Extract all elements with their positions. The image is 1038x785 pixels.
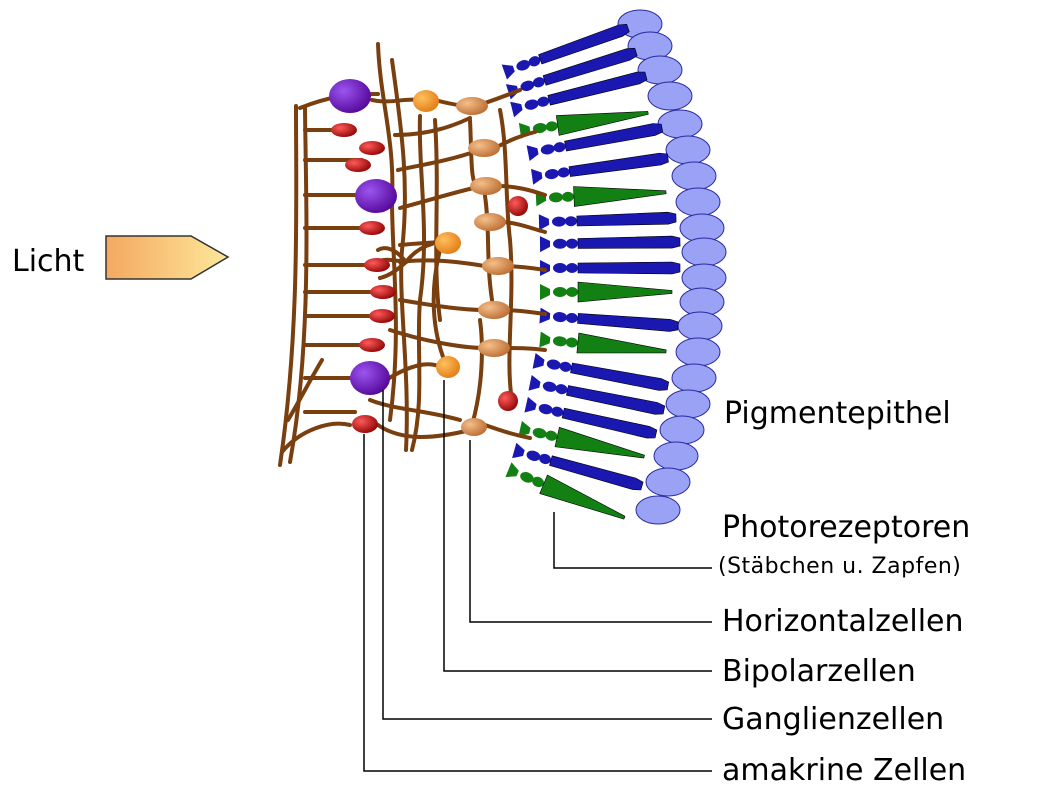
label-bipolar-cells: Bipolarzellen (722, 654, 916, 689)
pigment-epithelium-cell (676, 338, 720, 366)
rod-photoreceptor (539, 212, 676, 230)
ganglion-cell (350, 361, 390, 395)
amacrine-cell (359, 338, 385, 352)
pigment-epithelium-cell (676, 188, 720, 216)
pigment-epithelium-cell (666, 390, 710, 418)
horizontal-cell (435, 232, 461, 254)
bipolar-cell (482, 257, 514, 275)
cone-photoreceptor (539, 332, 666, 354)
label-pigment-epithelium: Pigmentepithel (724, 396, 951, 431)
bipolar-cell (478, 301, 510, 319)
label-horizontal-cells: Horizontalzellen (722, 604, 964, 639)
bipolar-cell (468, 139, 500, 157)
horizontal-cell (413, 90, 439, 112)
cone-photoreceptor (540, 282, 672, 302)
ganglion-cell (355, 179, 397, 213)
pigment-epithelium-cell (682, 238, 726, 266)
cone-photoreceptor (536, 187, 667, 207)
labels: Pigmentepithel Photorezeptoren (Stäbchen… (718, 396, 970, 785)
amacrine-cell (345, 158, 371, 172)
light-arrow (106, 236, 228, 279)
pigment-epithelium-cell (660, 416, 704, 444)
label-photoreceptors-sub: (Stäbchen u. Zapfen) (718, 554, 961, 579)
pigment-epithelium-cell (678, 312, 722, 340)
light-indicator: Licht (12, 236, 228, 279)
rod-photoreceptor (540, 236, 680, 252)
bipolar-cell (474, 213, 506, 231)
pigment-epithelium-cell (648, 82, 692, 110)
bipolar-cell (478, 339, 510, 357)
rod-photoreceptor (510, 72, 647, 117)
amacrine-cell (508, 196, 528, 216)
label-ganglion-cells: Ganglienzellen (722, 702, 944, 737)
amacrine-cell (352, 415, 378, 433)
amacrine-cell (364, 258, 390, 272)
rod-photoreceptor (540, 260, 680, 276)
label-photoreceptors: Photorezeptoren (722, 510, 970, 545)
pigment-epithelium-cell (658, 110, 702, 138)
pigment-epithelium-cell (672, 364, 716, 392)
pigment-epithelium-cell (654, 442, 698, 470)
label-amacrine-cells: amakrine Zellen (722, 753, 966, 785)
bipolar-cell (456, 97, 488, 115)
bipolar-cell (461, 418, 487, 436)
horizontal-cell (436, 356, 460, 378)
amacrine-cell (359, 141, 385, 155)
amacrine-cell (331, 123, 357, 137)
leader-line-photoreceptors (554, 512, 712, 568)
pigment-epithelium-cell (666, 136, 710, 164)
amacrine-cell (370, 285, 396, 299)
rod-photoreceptor (531, 153, 669, 185)
pigment-epithelium-cell (636, 496, 680, 524)
leader-line-ganglion (383, 390, 712, 719)
rod-photoreceptor (539, 308, 678, 332)
light-label: Licht (12, 244, 85, 279)
amacrine-cell (369, 309, 395, 323)
bipolar-cell (470, 177, 502, 195)
amacrine-cell (498, 391, 518, 411)
amacrine-cell (359, 221, 385, 235)
pigment-epithelium-cell (646, 468, 690, 496)
pigment-epithelium-cell (672, 162, 716, 190)
ganglion-cell (329, 79, 371, 113)
